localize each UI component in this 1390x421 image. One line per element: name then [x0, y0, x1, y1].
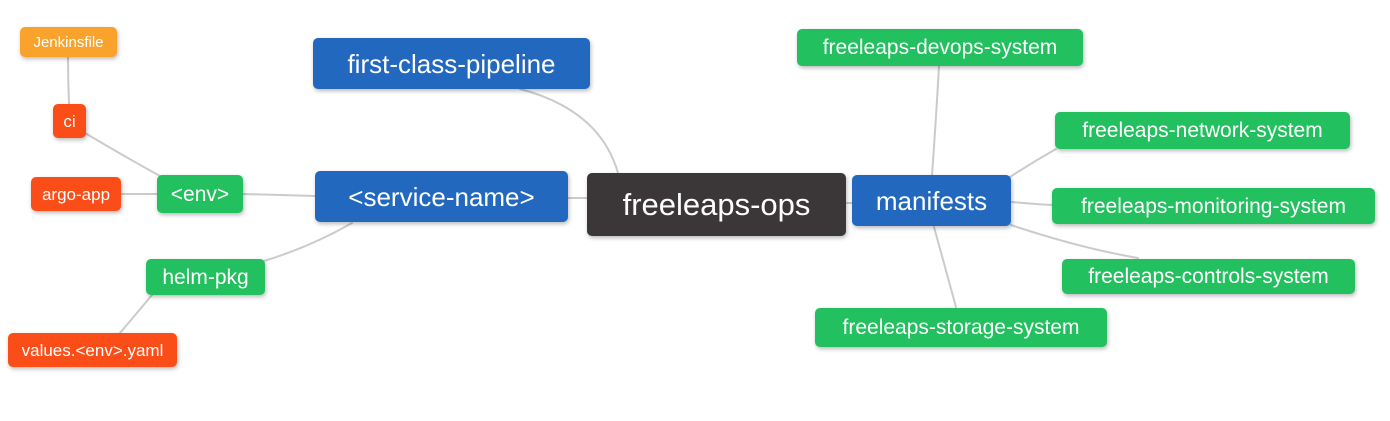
node-jenkinsfile[interactable]: Jenkinsfile — [20, 27, 117, 57]
edge-first-class-pipeline-freeleaps-ops — [519, 88, 619, 174]
node-ci[interactable]: ci — [53, 104, 86, 138]
edge-manifests-freeleaps-controls-system — [1010, 224, 1139, 259]
edge-manifests-freeleaps-network-system — [1009, 148, 1057, 178]
edge-jenkinsfile-ci — [67, 56, 70, 105]
node-service-name[interactable]: <service-name> — [315, 171, 568, 222]
node-freeleaps-storage-system[interactable]: freeleaps-storage-system — [815, 308, 1107, 347]
node-helm-pkg[interactable]: helm-pkg — [146, 259, 265, 295]
node-env[interactable]: <env> — [157, 175, 243, 213]
node-freeleaps-network-system[interactable]: freeleaps-network-system — [1055, 112, 1350, 149]
edge-manifests-freeleaps-storage-system — [933, 226, 957, 308]
edge-manifests-freeleaps-devops-system — [931, 65, 940, 176]
edge-env-service-name — [242, 193, 316, 197]
edge-values-env-yaml-helm-pkg — [119, 294, 153, 334]
node-first-class-pipeline[interactable]: first-class-pipeline — [313, 38, 590, 89]
node-freeleaps-monitoring-system[interactable]: freeleaps-monitoring-system — [1052, 188, 1375, 224]
node-argo-app[interactable]: argo-app — [31, 177, 121, 211]
edge-ci-env — [84, 132, 161, 177]
node-freeleaps-ops[interactable]: freeleaps-ops — [587, 173, 846, 236]
node-freeleaps-devops-system[interactable]: freeleaps-devops-system — [797, 29, 1083, 66]
node-freeleaps-controls-system[interactable]: freeleaps-controls-system — [1062, 259, 1355, 294]
edge-helm-pkg-service-name — [263, 222, 353, 262]
node-manifests[interactable]: manifests — [852, 175, 1011, 226]
edge-manifests-freeleaps-monitoring-system — [1011, 201, 1053, 206]
node-values-env-yaml[interactable]: values.<env>.yaml — [8, 333, 177, 367]
